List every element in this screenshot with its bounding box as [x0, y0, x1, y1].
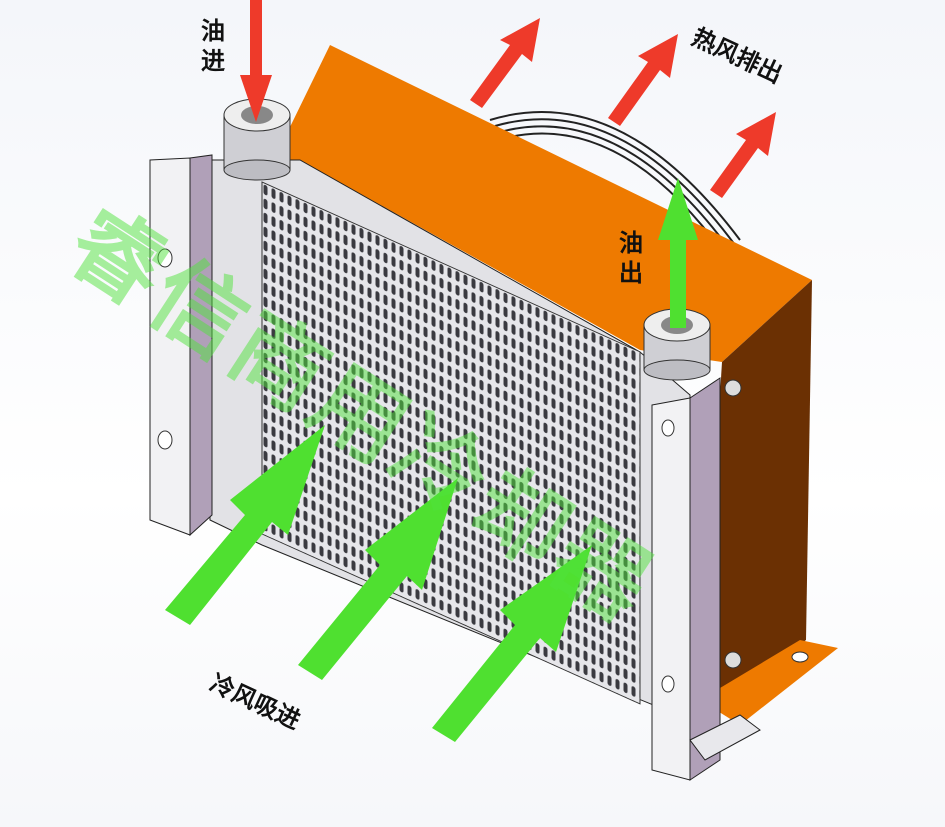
hot-air-arrow-icon — [608, 34, 678, 126]
cold-air-arrow-icon — [298, 478, 458, 680]
cold-air-arrow-icon — [165, 425, 325, 625]
fin-core — [261, 181, 641, 705]
cold-air-arrow-icon — [432, 545, 592, 742]
hot-air-arrow-icon — [710, 112, 776, 198]
right-bracket — [651, 397, 691, 781]
bolt — [724, 651, 742, 669]
fan-guard — [489, 111, 741, 256]
oil-in-arrow-icon — [240, 0, 272, 122]
oil-out-arrow-icon — [658, 178, 698, 328]
hot-air-arrow-icon — [470, 18, 540, 108]
bolt — [724, 379, 742, 397]
oil-in-label: 油进 — [201, 17, 225, 75]
oil-out-label: 油出 — [619, 229, 643, 287]
oil-outlet-port — [643, 308, 711, 381]
